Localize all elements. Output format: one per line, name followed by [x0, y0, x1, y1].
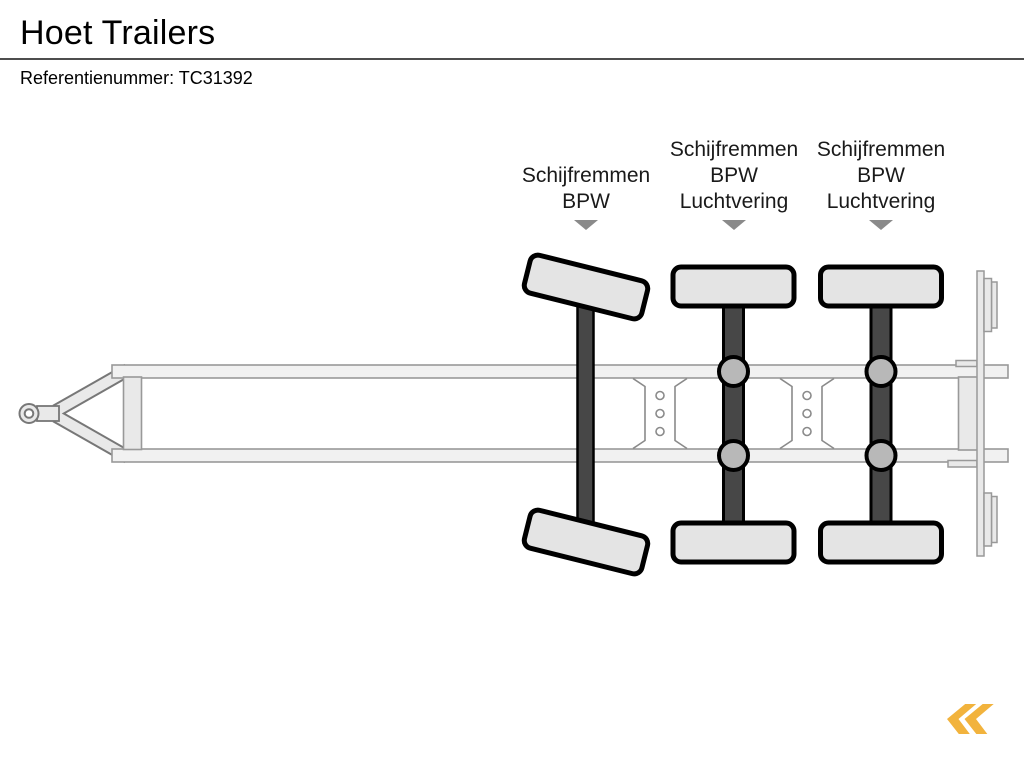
- axle-pointer-icon: [869, 220, 893, 230]
- towing-eye: [18, 403, 40, 424]
- air-bearing: [717, 355, 750, 388]
- wheel-front-top: [521, 252, 651, 322]
- marker-plate-back: [990, 495, 998, 544]
- drawbar-arms: [52, 363, 132, 464]
- wheel-mid-top: [670, 264, 797, 309]
- gusset-crossmember-1: [632, 377, 688, 450]
- wheel-mid-bottom: [670, 520, 797, 565]
- brand-logo-icon: [947, 704, 994, 734]
- reference-number: Referentienummer: TC31392: [20, 68, 253, 88]
- marker-plate-top: [983, 277, 993, 333]
- marker-plate-back: [990, 281, 998, 329]
- axle-1: [521, 252, 651, 577]
- marker-plate-bottom: [983, 492, 993, 547]
- front-crossmember: [122, 376, 143, 451]
- axle-pointer-icon: [722, 220, 746, 230]
- axle-label-1: Schijfremmen BPW: [521, 164, 651, 213]
- header-divider: [0, 58, 1024, 60]
- air-bearing: [864, 439, 898, 472]
- air-bearing: [717, 439, 750, 472]
- axle-label-3: Schijfremmen BPW Luchtvering: [816, 138, 946, 213]
- air-bearing: [864, 355, 898, 388]
- wheel-rear-bottom: [818, 520, 944, 565]
- chassis-beams: [111, 364, 1009, 463]
- axle-3: [818, 264, 944, 565]
- rear-bumper: [947, 270, 998, 557]
- wheel-rear-top: [818, 264, 944, 309]
- axle-label-2: Schijfremmen BPW Luchtvering: [669, 138, 799, 213]
- axle-pointer-icon: [574, 220, 598, 230]
- page-title: Hoet Trailers: [20, 14, 216, 52]
- drawbar-stem: [36, 405, 60, 422]
- wheel-front-bottom: [521, 507, 651, 577]
- axle-2: [670, 264, 797, 565]
- gusset-crossmember-2: [779, 377, 835, 450]
